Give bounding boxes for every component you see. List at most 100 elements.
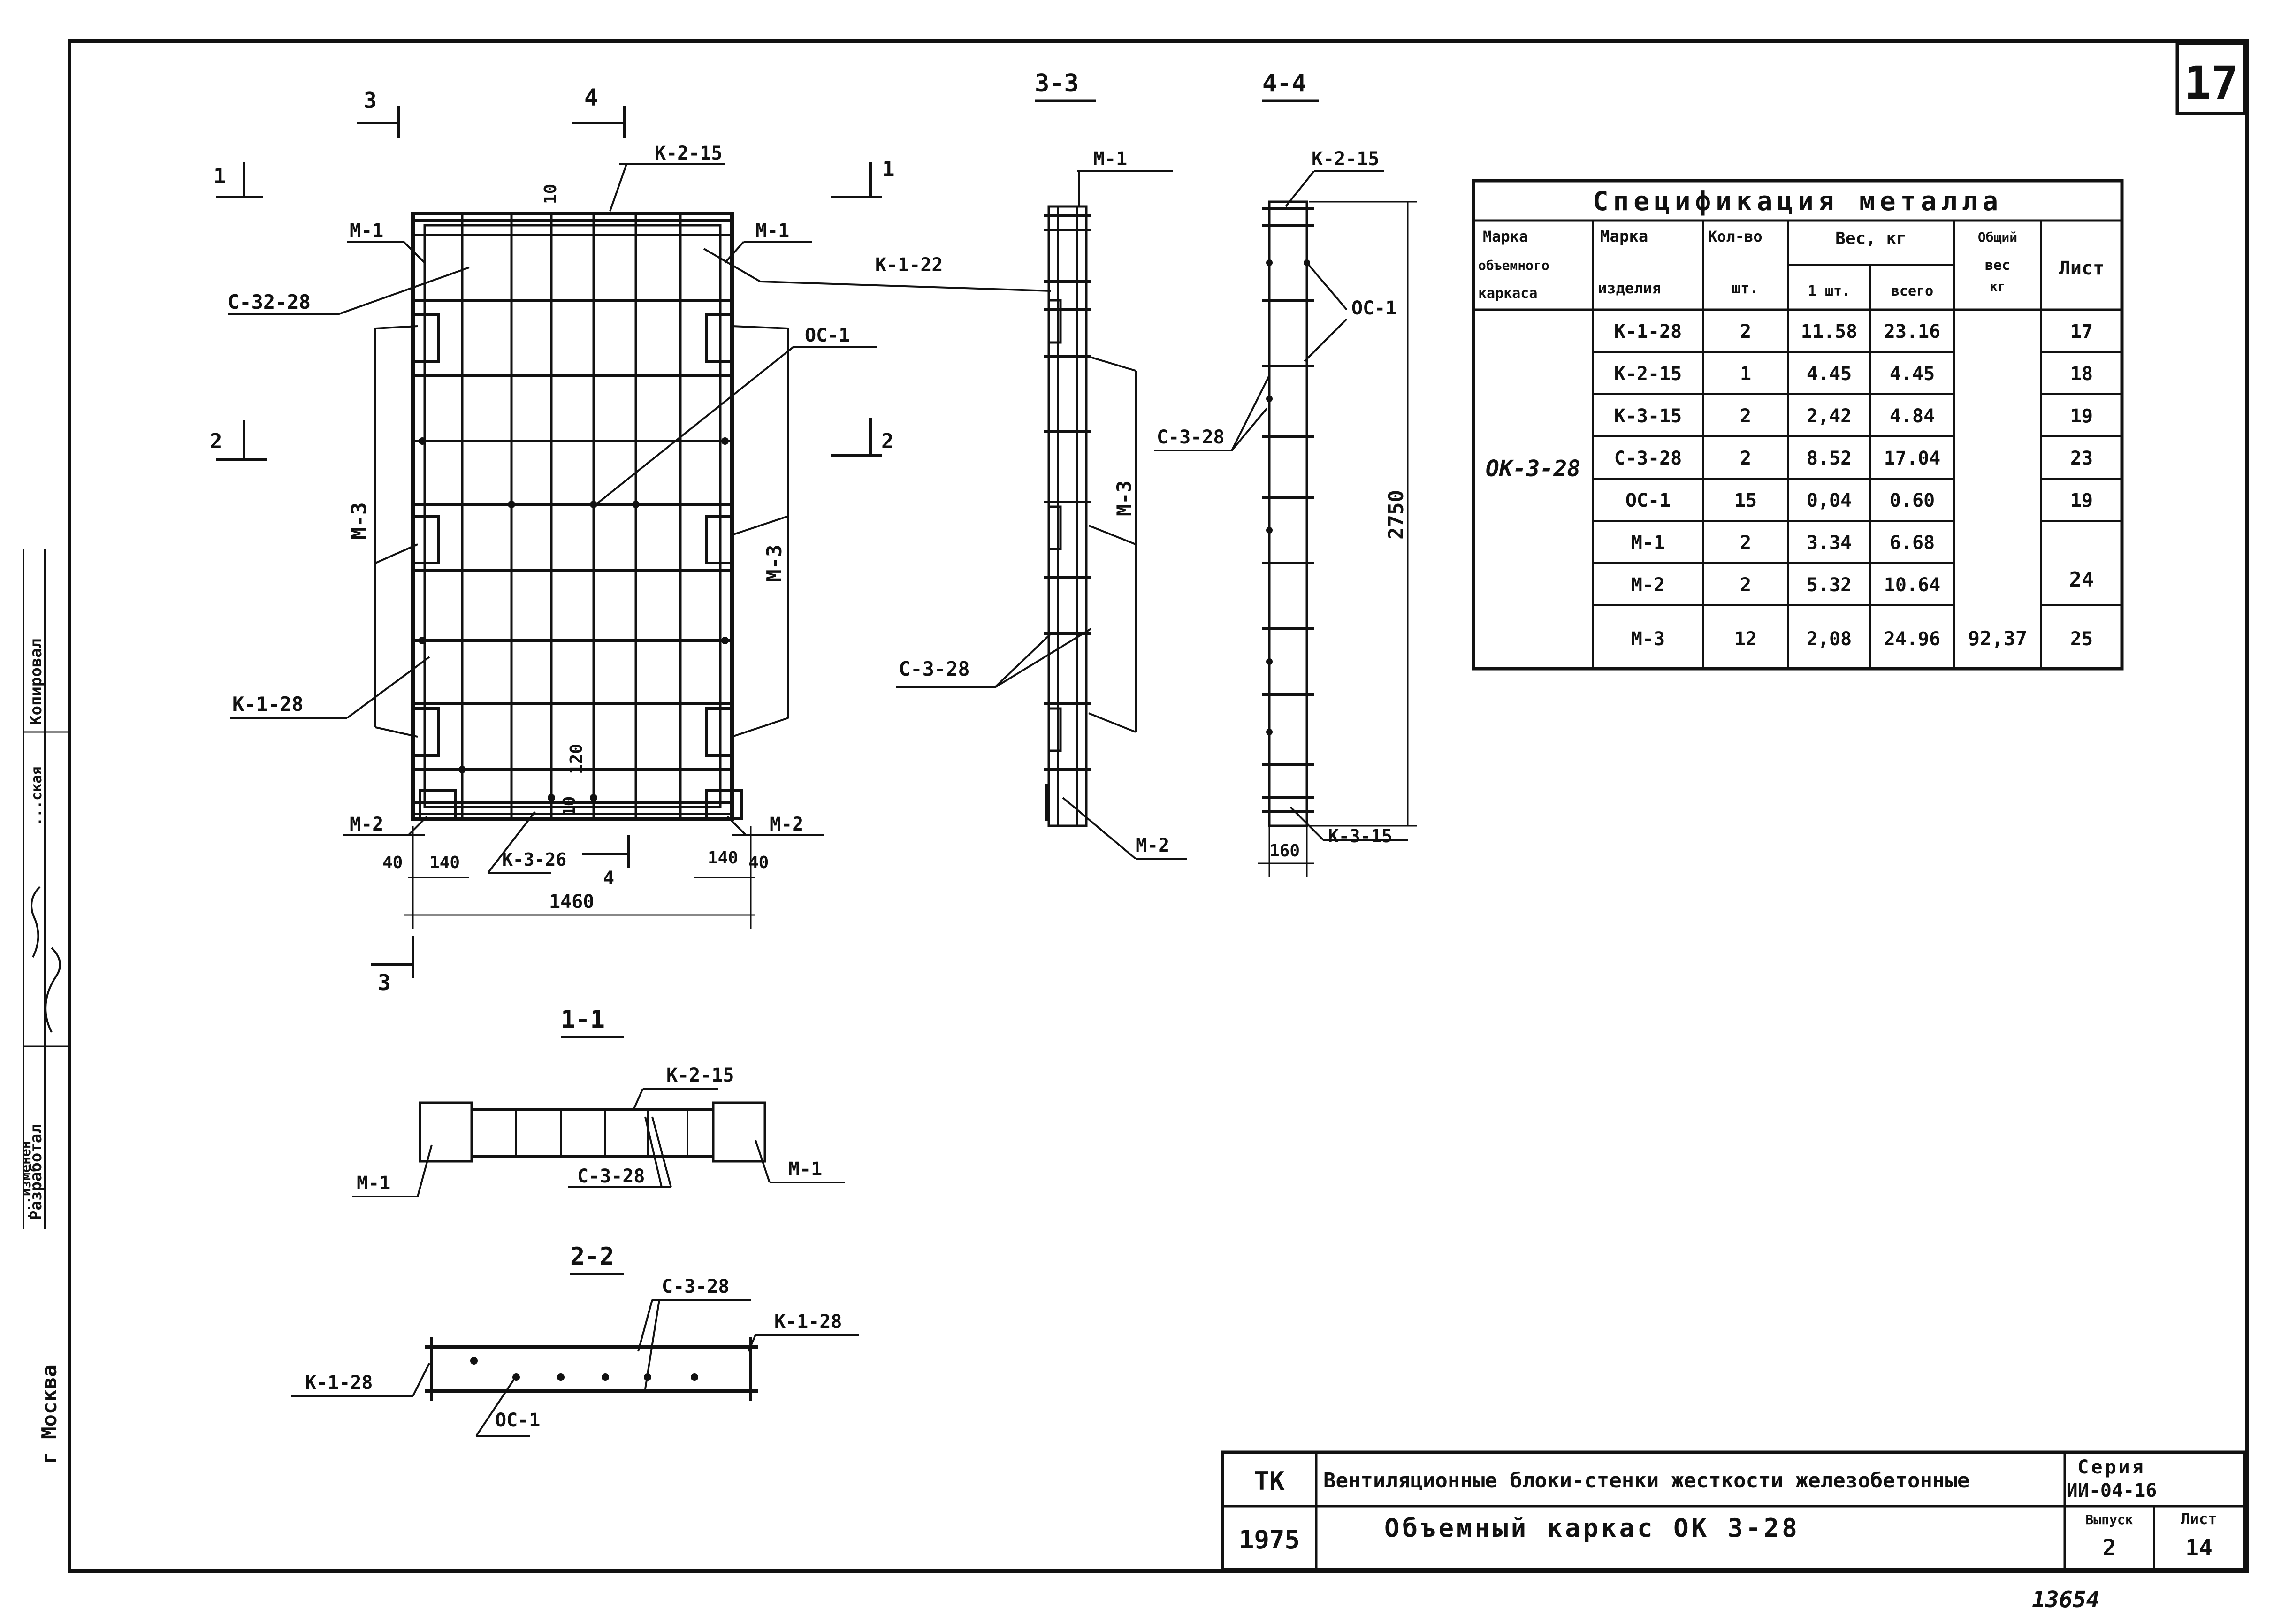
plan-label-k128: К-1-28 bbox=[230, 656, 430, 719]
svg-text:М-1: М-1 bbox=[357, 1173, 390, 1194]
svg-text:М-2: М-2 bbox=[1136, 835, 1169, 856]
svg-text:12: 12 bbox=[1734, 628, 1757, 650]
svg-text:К-2-15: К-2-15 bbox=[655, 143, 723, 164]
view44-label-k215: К-2-15 bbox=[1285, 148, 1384, 207]
plan-label-m3-left: М-3 bbox=[347, 325, 418, 738]
svg-text:160: 160 bbox=[1269, 841, 1300, 861]
signature bbox=[31, 886, 61, 1033]
svg-text:К-1-28: К-1-28 bbox=[1614, 321, 1682, 343]
svg-text:К-1-22: К-1-22 bbox=[875, 254, 943, 276]
svg-text:М-1: М-1 bbox=[1631, 532, 1665, 554]
svg-text:0,04: 0,04 bbox=[1807, 490, 1852, 511]
svg-text:2: 2 bbox=[1740, 405, 1751, 427]
plan-dim-120: 120 bbox=[567, 744, 586, 774]
svg-text:М-3: М-3 bbox=[347, 503, 371, 540]
svg-text:17.04: 17.04 bbox=[1884, 448, 1940, 469]
svg-text:ОС-1: ОС-1 bbox=[1351, 297, 1396, 319]
view33-label-m3: М-3 bbox=[1088, 356, 1137, 733]
section-title-1-1: 1-1 bbox=[561, 1006, 605, 1034]
spec-row: ОС-1 15 0,04 0.60 19 bbox=[1625, 490, 2093, 511]
svg-text:2: 2 bbox=[1740, 448, 1751, 469]
section-title-3-3: 3-3 bbox=[1035, 69, 1079, 98]
svg-text:6.68: 6.68 bbox=[1890, 532, 1935, 554]
svg-text:2: 2 bbox=[881, 429, 894, 453]
svg-text:2750: 2750 bbox=[1384, 490, 1408, 540]
svg-text:М-1: М-1 bbox=[755, 220, 789, 242]
svg-text:С-3-28: С-3-28 bbox=[1614, 448, 1682, 469]
svg-text:4.84: 4.84 bbox=[1890, 405, 1935, 427]
svg-text:1460: 1460 bbox=[549, 891, 594, 913]
section-marker-4-bottom: 4 bbox=[582, 835, 630, 889]
svg-text:3.34: 3.34 bbox=[1807, 532, 1852, 554]
svg-text:4: 4 bbox=[603, 868, 614, 889]
section-marker-3-top: 3 bbox=[357, 88, 400, 138]
spec-row: К-1-28 2 11.58 23.16 17 bbox=[1614, 321, 2093, 343]
svg-text:2: 2 bbox=[1740, 321, 1751, 343]
svg-text:2: 2 bbox=[1740, 574, 1751, 596]
svg-text:4: 4 bbox=[584, 84, 598, 111]
plan-label-m1-left: М-1 bbox=[347, 220, 426, 264]
city-label: г Москва bbox=[38, 1365, 61, 1464]
svg-text:4.45: 4.45 bbox=[1807, 363, 1852, 385]
svg-text:15: 15 bbox=[1734, 490, 1757, 511]
h-qty-2: шт. bbox=[1732, 279, 1759, 297]
section-marker-3-bottom: 3 bbox=[371, 936, 414, 995]
org-label: ТК bbox=[1254, 1466, 1285, 1496]
s11-label-m1-right: М-1 bbox=[755, 1140, 845, 1183]
view44-label-k315: К-3-15 bbox=[1289, 806, 1408, 846]
svg-text:19: 19 bbox=[2070, 490, 2093, 511]
sheet-value: 14 bbox=[2185, 1535, 2213, 1561]
s22-label-k128-left: К-1-28 bbox=[291, 1363, 430, 1397]
svg-text:23.16: 23.16 bbox=[1884, 321, 1940, 343]
svg-text:3: 3 bbox=[378, 970, 391, 995]
s22-label-c328: С-3-28 bbox=[637, 1276, 751, 1389]
plan-view: 3 4 1 1 2 2 bbox=[210, 84, 1052, 995]
plan-dim-10-bottom: 10 bbox=[560, 796, 579, 816]
issue-label: Выпуск bbox=[2085, 1512, 2133, 1527]
series-label: Серия bbox=[2077, 1456, 2145, 1478]
svg-text:2: 2 bbox=[210, 429, 222, 453]
svg-text:ОС-1: ОС-1 bbox=[1625, 490, 1671, 511]
svg-text:23: 23 bbox=[2070, 448, 2093, 469]
left-margin-strip: Копировал ...ская Разработал ...изменен … bbox=[18, 549, 69, 1464]
svg-text:К-3-15: К-3-15 bbox=[1328, 826, 1392, 846]
svg-text:40: 40 bbox=[748, 853, 769, 872]
svg-text:4.45: 4.45 bbox=[1890, 363, 1935, 385]
sheet-frame bbox=[68, 39, 2249, 1573]
svg-text:М-1: М-1 bbox=[788, 1159, 822, 1180]
plan-label-m3-right: М-3 bbox=[732, 325, 789, 738]
section-title-2-2: 2-2 bbox=[570, 1243, 614, 1271]
plan-label-m2-right: М-2 bbox=[726, 814, 824, 836]
svg-text:К-1-28: К-1-28 bbox=[305, 1372, 373, 1394]
svg-text:К-3-26: К-3-26 bbox=[502, 849, 566, 870]
svg-text:140: 140 bbox=[708, 848, 738, 868]
h-sheet: Лист bbox=[2059, 258, 2104, 279]
view33-label-c328: С-3-28 bbox=[896, 628, 1092, 688]
year-label: 1975 bbox=[1239, 1525, 1300, 1555]
s22-label-k128-right: К-1-28 bbox=[748, 1311, 859, 1352]
section-marker-2-right: 2 bbox=[831, 418, 894, 457]
s11-label-c328: С-3-28 bbox=[568, 1116, 672, 1188]
svg-text:5.32: 5.32 bbox=[1807, 574, 1852, 596]
svg-text:К-2-15: К-2-15 bbox=[666, 1065, 734, 1086]
svg-text:ОС-1: ОС-1 bbox=[495, 1410, 540, 1431]
copied-prefix: ...ская bbox=[29, 767, 45, 826]
plan-dimensions: 40 140 140 40 1460 bbox=[382, 826, 769, 929]
spec-row: К-2-15 1 4.45 4.45 18 bbox=[1614, 363, 2093, 385]
svg-text:С-32-28: С-32-28 bbox=[228, 290, 311, 313]
svg-text:19: 19 bbox=[2070, 405, 2093, 427]
view33-label-m2: М-2 bbox=[1062, 797, 1187, 860]
h-item-mark-1: Марка bbox=[1600, 227, 1648, 246]
section-marker-1-right: 1 bbox=[831, 157, 895, 198]
h-frame-mark-1: Марка bbox=[1483, 228, 1528, 245]
svg-text:25: 25 bbox=[2070, 628, 2093, 650]
svg-text:1: 1 bbox=[214, 164, 226, 188]
svg-text:М-2: М-2 bbox=[350, 814, 383, 835]
s22-label-oc1: ОС-1 bbox=[475, 1379, 540, 1437]
h-total-2: вес bbox=[1985, 257, 2010, 274]
svg-text:М-3: М-3 bbox=[763, 545, 786, 582]
svg-text:17: 17 bbox=[2070, 321, 2093, 343]
svg-text:11.58: 11.58 bbox=[1801, 321, 1857, 343]
svg-text:8.52: 8.52 bbox=[1807, 448, 1852, 469]
frame-mark: ОК-3-28 bbox=[1486, 456, 1580, 482]
